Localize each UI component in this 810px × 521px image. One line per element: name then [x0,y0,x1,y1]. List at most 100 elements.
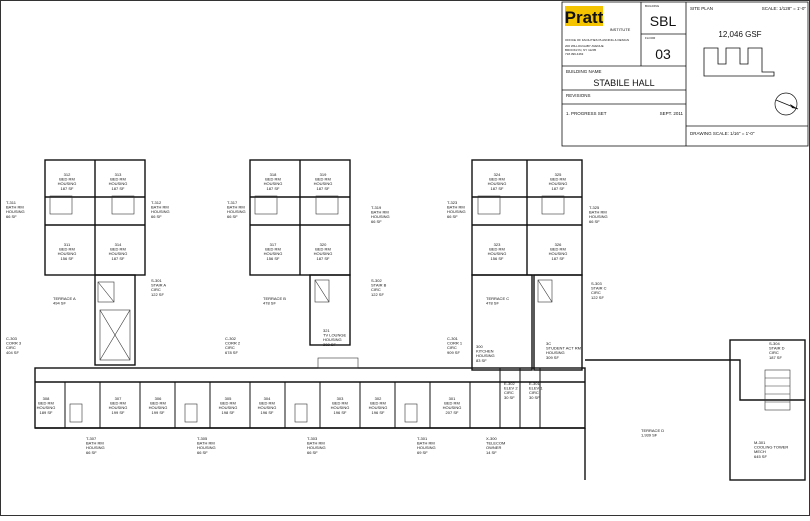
room-label-line: BED RM [315,247,331,252]
room-number: 306 [155,396,162,401]
room-label-line: HOUSING [476,353,495,358]
building-name: STABILE HALL [593,78,654,88]
room-label-line: 478 SF [486,301,499,306]
room-label-line: 196 SF [261,410,274,415]
room-label-line: 66 SF [86,450,97,455]
logo-text: Pratt [565,8,604,27]
room-label-line: HOUSING [369,405,388,410]
room-label-line: 187 SF [61,186,74,191]
wall-outlines [34,159,806,481]
room-number: T-307 [86,436,97,441]
room-label-line: HOUSING [307,445,326,450]
room-label-line: 909 SF [447,350,460,355]
room-label-line: HOUSING [323,337,342,342]
room-label-line: BED RM [59,247,75,252]
room-number: 311 [64,242,71,247]
room-label-line: 187 SF [317,256,330,261]
gross-square-feet: 12,046 GSF [718,30,761,39]
room-label-line: 187 SF [552,186,565,191]
room-label-terrace-d: TERRACE D1,939 SF [640,426,672,440]
room-label-line: HOUSING [264,251,283,256]
site-scale: SCALE: 1/128" = 1'-0" [762,6,807,11]
floor-label: FLOOR [645,36,656,40]
room-label-line: 156 SF [491,256,504,261]
room-label-line: 156 SF [61,256,74,261]
room-label-line: HOUSING [546,350,565,355]
room-label-line: HOUSING [109,181,128,186]
room-number: 301 [449,396,456,401]
room-label-line: BED RM [150,401,166,406]
room-label-line: BATH RM [6,205,24,210]
room-label-line: 66 SF [589,219,600,224]
room-label-line: BED RM [110,247,126,252]
room-number: 305 [225,396,232,401]
room-label-line: HOUSING [488,251,507,256]
room-label-line: HOUSING [58,251,77,256]
room-number: C-303 [6,336,18,341]
room-label-line: BED RM [370,401,386,406]
room-label-line: HOUSING [314,251,333,256]
room-label-line: STAIR C [591,286,607,291]
room-label-line: BATH RM [86,441,104,446]
room-label-line: CIRC [371,287,381,292]
room-label-line: 122 SF [591,295,604,300]
room-number: 326 [555,242,562,247]
room-label-line: CORR 1 [447,341,463,346]
room-label-line: HOUSING [447,209,466,214]
room-number: E-302 [504,381,515,386]
room-label-line: 404 SF [6,350,19,355]
room-number: 313 [115,172,122,177]
room-label-line: HOUSING [589,214,608,219]
room-label-line: TELECOM [486,441,505,446]
building-code: SBL [650,13,677,29]
room-label-line: BATH RM [447,205,465,210]
room-label-line: 198 SF [222,410,235,415]
room-label-line: COOLING TOWER [754,445,788,450]
room-label-line: HOUSING [86,445,105,450]
room-label-line: 196 SF [372,410,385,415]
office-line-1: OFFICE OF FACILITIES PLANNING & DESIGN [565,38,629,42]
room-label-line: HOUSING [151,209,170,214]
room-number: TERRACE B [263,296,286,301]
room-label-line: 66 SF [197,450,208,455]
room-number: E-301 [529,381,540,386]
pratt-logo [565,6,603,26]
room-label-line: STAIR B [371,283,387,288]
room-label-line: BED RM [59,177,75,182]
room-label-line: 207 SF [446,410,459,415]
room-label-line: BATH RM [307,441,325,446]
room-number: 319 [320,172,327,177]
site-footprint [703,47,775,77]
site-plan-label: SITE PLAN [690,6,713,11]
room-label-line: STAIR A [151,283,166,288]
room-label-line: 187 SF [112,256,125,261]
room-label-line: HOUSING [549,251,568,256]
room-label-line: 187 SF [769,355,782,360]
room-number: T-301 [417,436,428,441]
room-label-line: 187 SF [317,186,330,191]
room-number: 321 [323,328,330,333]
room-label-line: 309 SF [546,355,559,360]
room-number: 320 [320,242,327,247]
room-label-line: 678 SF [225,350,238,355]
room-label-line: HOUSING [58,181,77,186]
room-label-line: STAIR D [769,346,785,351]
room-label-line: HOUSING [443,405,462,410]
